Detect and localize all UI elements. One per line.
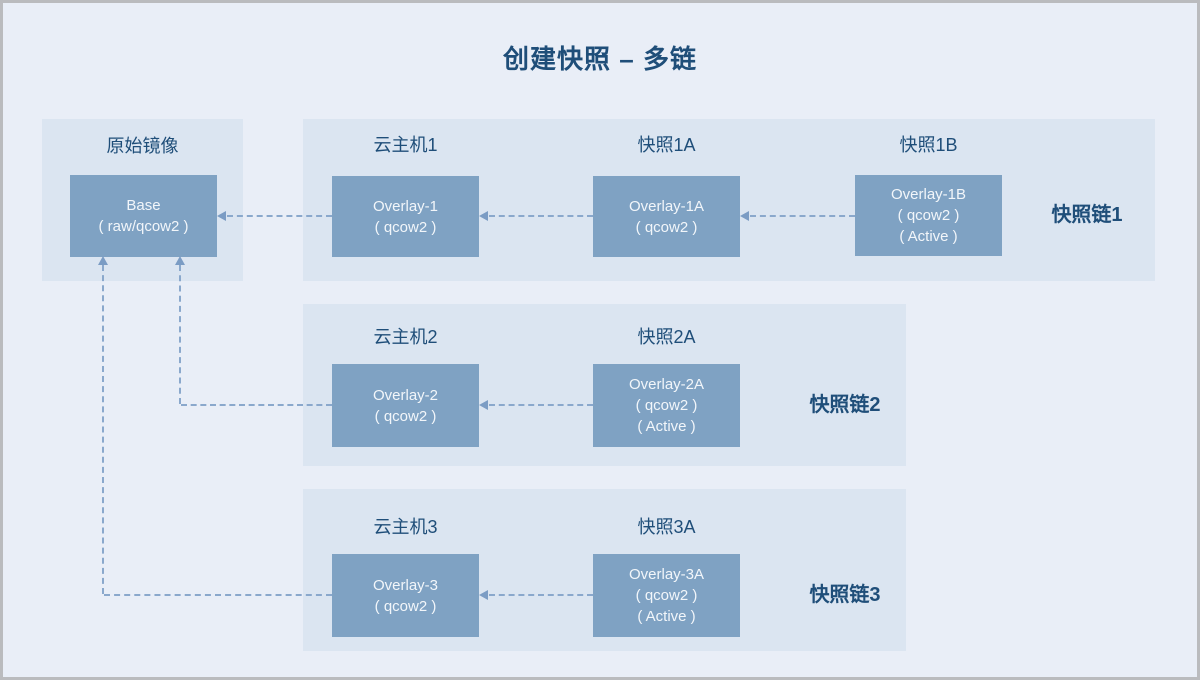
connector-overlay1a-to-overlay1: [489, 215, 593, 217]
node-overlay-1-line-2: ( qcow2 ): [374, 218, 437, 236]
label-vm-1: 云主机1: [373, 135, 438, 155]
chain-3-title: 快照链3: [809, 584, 881, 606]
arrowhead-overlay1a-to-overlay1: [479, 211, 488, 221]
node-overlay-2a-line-2: ( qcow2 ): [635, 397, 698, 414]
connector-overlay3-to-base-horizontal: [104, 594, 332, 596]
node-overlay-1b: Overlay-1B ( qcow2 ) ( Active ): [855, 175, 1002, 256]
page-title: 创建快照 – 多链: [503, 44, 697, 74]
node-overlay-1: Overlay-1 ( qcow2 ): [332, 176, 479, 257]
base-image-label: 原始镜像: [106, 136, 179, 156]
connector-overlay2-to-base-vertical: [179, 265, 181, 404]
chain-2-title: 快照链2: [809, 394, 881, 416]
node-overlay-2a-line-3: ( Active ): [637, 418, 696, 435]
connector-overlay3-to-base-vertical: [102, 265, 104, 594]
node-base: Base ( raw/qcow2 ): [70, 175, 217, 257]
node-overlay-2a: Overlay-2A ( qcow2 ) ( Active ): [593, 364, 740, 447]
arrowhead-overlay1-to-base: [217, 211, 226, 221]
label-snapshot-3a: 快照3A: [637, 517, 696, 537]
node-overlay-3-line-2: ( qcow2 ): [374, 597, 437, 615]
label-snapshot-2a: 快照2A: [637, 327, 696, 347]
node-overlay-1a: Overlay-1A ( qcow2 ): [593, 176, 740, 257]
node-overlay-1a-line-1: Overlay-1A: [628, 197, 705, 215]
label-snapshot-1a: 快照1A: [637, 135, 696, 155]
node-overlay-3a-line-1: Overlay-3A: [628, 566, 705, 583]
node-overlay-3a: Overlay-3A ( qcow2 ) ( Active ): [593, 554, 740, 637]
label-vm-3: 云主机3: [373, 517, 438, 537]
node-overlay-2: Overlay-2 ( qcow2 ): [332, 364, 479, 447]
connector-overlay3a-to-overlay3: [489, 594, 593, 596]
chain-1-title: 快照链1: [1051, 204, 1123, 226]
node-overlay-1a-line-2: ( qcow2 ): [635, 218, 698, 236]
arrowhead-overlay3a-to-overlay3: [479, 590, 488, 600]
node-base-line-1: Base: [126, 197, 161, 214]
node-overlay-3a-line-3: ( Active ): [637, 608, 696, 625]
node-overlay-1b-line-1: Overlay-1B: [890, 186, 967, 203]
arrowhead-overlay3-to-base: [98, 256, 108, 265]
connector-overlay1b-to-overlay1a: [750, 215, 855, 217]
node-base-line-2: ( raw/qcow2 ): [98, 218, 189, 235]
connector-overlay1-to-base: [227, 215, 332, 217]
arrowhead-overlay1b-to-overlay1a: [740, 211, 749, 221]
connector-overlay2-to-base-horizontal: [181, 404, 332, 406]
connector-overlay2a-to-overlay2: [489, 404, 593, 406]
node-overlay-3: Overlay-3 ( qcow2 ): [332, 554, 479, 637]
node-overlay-2-line-2: ( qcow2 ): [374, 407, 437, 425]
node-overlay-2-line-1: Overlay-2: [372, 386, 439, 404]
node-overlay-1-line-1: Overlay-1: [372, 197, 439, 215]
node-overlay-1b-line-2: ( qcow2 ): [897, 207, 960, 224]
node-overlay-3-line-1: Overlay-3: [372, 576, 439, 594]
label-vm-2: 云主机2: [373, 327, 438, 347]
node-overlay-1b-line-3: ( Active ): [899, 228, 958, 245]
arrowhead-overlay2-to-base: [175, 256, 185, 265]
node-overlay-3a-line-2: ( qcow2 ): [635, 587, 698, 604]
node-overlay-2a-line-1: Overlay-2A: [628, 376, 705, 393]
label-snapshot-1b: 快照1B: [899, 135, 958, 155]
arrowhead-overlay2a-to-overlay2: [479, 400, 488, 410]
